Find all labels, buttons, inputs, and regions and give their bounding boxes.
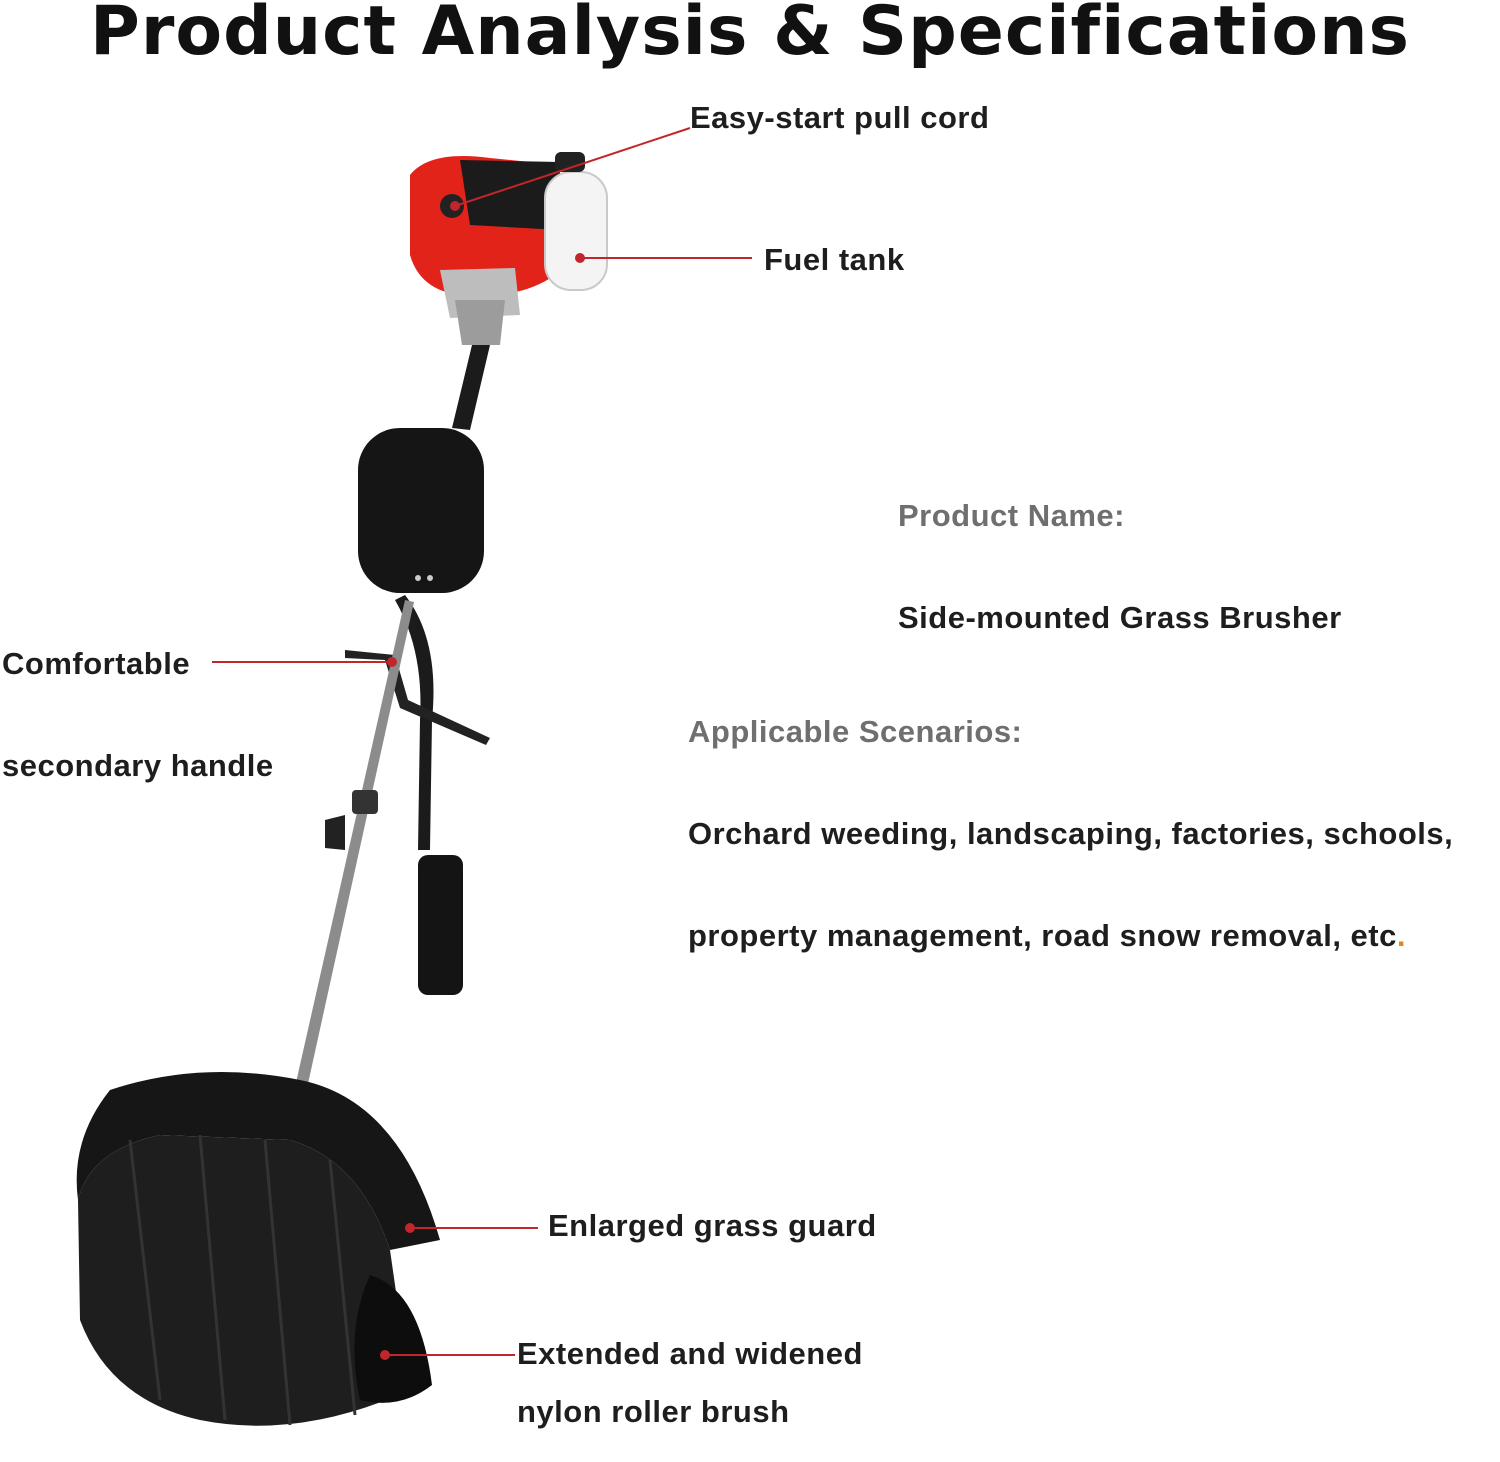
spec-name-heading: Product Name: xyxy=(898,498,1125,533)
label-pull-cord: Easy-start pull cord xyxy=(690,100,990,135)
shoulder-pad xyxy=(358,428,484,593)
label-grass-guard: Enlarged grass guard xyxy=(548,1208,877,1243)
label-fuel-tank: Fuel tank xyxy=(764,242,905,277)
callout-dots xyxy=(380,201,585,1360)
callout-lines xyxy=(212,127,752,1356)
main-shaft xyxy=(288,600,414,1120)
spec-scenarios-line2: property management, road snow removal, … xyxy=(688,918,1406,954)
upper-shaft xyxy=(452,345,490,430)
label-handle-line2: secondary handle xyxy=(2,748,274,783)
spec-scenarios-line1: Orchard weeding, landscaping, factories,… xyxy=(688,816,1454,851)
spec-scenarios-heading: Applicable Scenarios: xyxy=(688,714,1023,749)
spec-scenarios-line2-text: property management, road snow removal, … xyxy=(688,918,1397,953)
label-handle-line1: Comfortable xyxy=(2,646,191,681)
shoulder-strap xyxy=(395,595,434,850)
label-brush-line1: Extended and widened xyxy=(517,1336,863,1371)
grass-guard-image xyxy=(76,1072,441,1426)
engine-image xyxy=(410,152,608,345)
spec-name-value: Side-mounted Grass Brusher xyxy=(898,600,1342,635)
spec-scenarios-period: . xyxy=(1396,918,1406,953)
secondary-handle xyxy=(345,650,490,745)
page-title: Product Analysis & Specifications xyxy=(89,0,1411,71)
roller-brush-image xyxy=(354,1275,432,1403)
label-brush-line2: nylon roller brush xyxy=(517,1394,790,1429)
